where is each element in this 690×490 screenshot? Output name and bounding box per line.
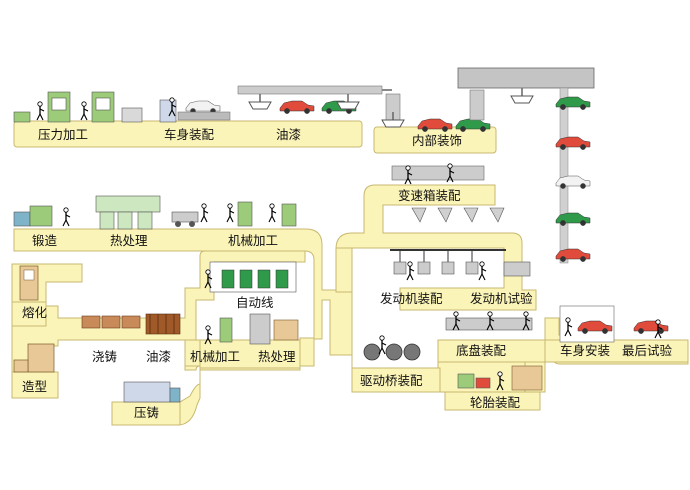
label-painting-top: 油漆 <box>276 127 302 142</box>
process-paths <box>11 120 689 426</box>
die-casting-machine <box>123 381 181 403</box>
label-gearbox-assembly: 变速箱装配 <box>398 188 461 203</box>
smelting-furnace <box>19 265 39 301</box>
overhead-conveyor <box>457 67 595 264</box>
label-engine-test: 发动机试验 <box>470 291 533 306</box>
label-heat-treatment: 热处理 <box>110 233 148 248</box>
pouring-molds <box>81 313 181 335</box>
label-heat-treatment-mid: 热处理 <box>258 349 296 364</box>
label-body-assembly: 车身装配 <box>164 127 215 142</box>
label-interior: 内部装饰 <box>412 133 463 148</box>
label-forging: 锻造 <box>32 233 58 248</box>
label-press: 压力加工 <box>38 127 89 142</box>
gearbox-equipment <box>391 163 505 223</box>
body-assembly-equipment <box>159 97 231 123</box>
label-smelting: 熔化 <box>22 305 48 320</box>
label-painting-mid: 油漆 <box>146 349 172 364</box>
label-tire-assembly: 轮胎装配 <box>470 395 521 410</box>
label-pouring: 浇铸 <box>92 349 118 364</box>
mid-machining-equipment <box>204 313 299 345</box>
molding-equipment <box>13 343 55 373</box>
label-automatic-line: 自动线 <box>236 295 274 310</box>
press-machines <box>13 91 143 123</box>
engine-assembly-equipment <box>390 249 531 281</box>
label-drive-axle-assembly: 驱动桥装配 <box>360 373 423 388</box>
automatic-line-equipment <box>204 261 297 293</box>
label-machining-mid: 机械加工 <box>190 349 241 364</box>
label-engine-assembly: 发动机装配 <box>380 291 443 306</box>
tire-equipment <box>457 365 543 391</box>
label-molding: 造型 <box>22 379 48 394</box>
machining-equipment <box>171 201 297 227</box>
heat-treatment-furnaces <box>95 195 161 230</box>
label-body-install: 车身安装 <box>560 343 611 358</box>
drive-axle-equipment <box>363 335 421 361</box>
label-machining-top: 机械加工 <box>228 233 279 248</box>
chassis-equipment <box>445 311 533 331</box>
label-die-casting: 压铸 <box>134 405 160 420</box>
label-final-test: 最后试验 <box>622 343 673 358</box>
label-chassis-assembly: 底盘装配 <box>456 343 507 358</box>
forging-equipment <box>13 205 71 227</box>
paint-conveyor <box>237 85 491 133</box>
body-install-final-test <box>559 305 669 343</box>
